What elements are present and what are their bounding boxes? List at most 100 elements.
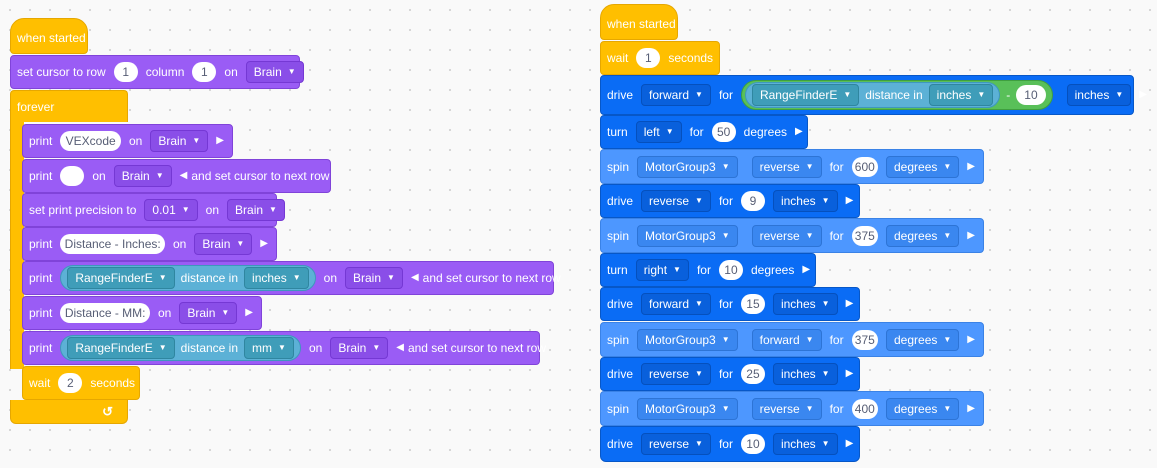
unit-dropdown[interactable]: inches▼	[928, 84, 994, 106]
distance-input[interactable]: 9	[740, 191, 765, 211]
wait-block-2[interactable]: wait 1 seconds	[600, 41, 720, 75]
drive-block-5[interactable]: drive reverse▼ for 10 inches▼ ▶	[600, 426, 860, 462]
angle-input[interactable]: 50	[711, 122, 736, 142]
spin-block-3[interactable]: spin MotorGroup3▼ forward▼ for 375 degre…	[600, 322, 984, 357]
angle-input[interactable]: 10	[718, 260, 743, 280]
unit-dropdown[interactable]: inches▼	[772, 190, 838, 212]
wait-block-1[interactable]: wait 2 seconds	[22, 366, 140, 400]
amount-input[interactable]: 400	[851, 398, 878, 419]
expand-arrow-icon[interactable]: ▶	[967, 160, 975, 172]
expand-arrow-icon[interactable]: ▶	[967, 402, 975, 414]
spin-block-2[interactable]: spin MotorGroup3▼ reverse▼ for 375 degre…	[600, 218, 984, 253]
sensor-dropdown[interactable]: RangeFinderE▼	[67, 267, 175, 289]
forever-block[interactable]: forever	[10, 90, 128, 122]
unit-dropdown[interactable]: degrees▼	[886, 397, 960, 420]
drive-block-1[interactable]: drive forward▼ for RangeFinderE▼ distanc…	[600, 75, 1147, 115]
print-block-6[interactable]: print RangeFinderE▼ distance in mm▼ on B…	[22, 331, 546, 365]
unit-dropdown[interactable]: degrees▼	[886, 328, 960, 351]
expand-arrow-icon[interactable]: ▶	[845, 368, 854, 379]
wait-seconds-input[interactable]: 2	[58, 373, 83, 393]
expand-arrow-icon[interactable]: ▶	[802, 264, 811, 275]
forever-footer[interactable]: ↺	[10, 400, 128, 424]
amount-input[interactable]: 375	[851, 225, 878, 246]
distance-input[interactable]: 15	[740, 294, 765, 314]
unit-dropdown[interactable]: inches▼	[772, 433, 838, 455]
direction-dropdown[interactable]: forward▼	[751, 328, 822, 351]
expand-arrow-icon[interactable]: ▶	[967, 333, 975, 345]
turn-block-2[interactable]: turn right▼ for 10 degrees ▶	[600, 253, 816, 287]
expand-arrow-icon[interactable]: ▶	[845, 438, 854, 449]
direction-dropdown[interactable]: forward▼	[641, 84, 711, 106]
print-text-input[interactable]: Distance - Inches:	[60, 234, 165, 254]
print-block-1[interactable]: print VEXcode on Brain▼ ▶	[22, 124, 233, 158]
wait-seconds-input[interactable]: 1	[636, 48, 661, 68]
direction-dropdown[interactable]: forward▼	[641, 293, 711, 315]
set-print-precision-block[interactable]: set print precision to 0.01▼ on Brain▼	[22, 193, 285, 227]
unit-dropdown[interactable]: mm▼	[244, 337, 294, 359]
motor-dropdown[interactable]: MotorGroup3▼	[637, 397, 738, 420]
direction-dropdown[interactable]: left▼	[635, 121, 682, 143]
collapse-toggle[interactable]: ◀and set cursor to next row	[396, 341, 546, 355]
distance-reporter[interactable]: RangeFinderE▼ distance in inches▼	[744, 82, 1001, 108]
column-input[interactable]: 1	[192, 62, 217, 82]
device-dropdown[interactable]: Brain▼	[113, 165, 172, 187]
unit-dropdown[interactable]: degrees▼	[886, 224, 960, 247]
when-started-hat-2[interactable]: when started	[600, 4, 678, 40]
print-text-input[interactable]	[60, 166, 85, 186]
device-dropdown[interactable]: Brain▼	[194, 233, 253, 255]
expand-arrow-icon[interactable]: ▶	[845, 298, 854, 309]
print-text-input[interactable]: VEXcode	[60, 131, 121, 151]
motor-dropdown[interactable]: MotorGroup3▼	[637, 224, 738, 247]
distance-reporter[interactable]: RangeFinderE▼ distance in inches▼	[60, 265, 316, 291]
amount-input[interactable]: 600	[851, 156, 878, 177]
distance-input[interactable]: 25	[740, 364, 765, 384]
amount-input[interactable]: 375	[851, 329, 878, 350]
device-dropdown[interactable]: Brain▼	[330, 337, 389, 359]
direction-dropdown[interactable]: reverse▼	[751, 155, 822, 178]
direction-dropdown[interactable]: reverse▼	[641, 433, 711, 455]
direction-dropdown[interactable]: right▼	[635, 259, 689, 281]
set-cursor-block[interactable]: set cursor to row 1 column 1 on Brain▼	[10, 55, 304, 89]
expand-arrow-icon[interactable]: ▶	[260, 238, 268, 249]
unit-dropdown[interactable]: inches▼	[772, 363, 838, 385]
distance-reporter[interactable]: RangeFinderE▼ distance in mm▼	[60, 335, 301, 361]
print-block-5[interactable]: print Distance - MM: on Brain▼ ▶	[22, 296, 262, 330]
direction-dropdown[interactable]: reverse▼	[641, 363, 711, 385]
device-dropdown[interactable]: Brain▼	[179, 302, 238, 324]
motor-dropdown[interactable]: MotorGroup3▼	[637, 155, 738, 178]
direction-dropdown[interactable]: reverse▼	[641, 190, 711, 212]
turn-block-1[interactable]: turn left▼ for 50 degrees ▶	[600, 115, 808, 149]
unit-dropdown[interactable]: degrees▼	[886, 155, 960, 178]
sensor-dropdown[interactable]: RangeFinderE▼	[751, 84, 860, 106]
collapse-toggle[interactable]: ◀and set cursor to next row	[411, 271, 561, 285]
when-started-hat-1[interactable]: when started	[10, 18, 88, 54]
expand-arrow-icon[interactable]: ▶	[245, 307, 253, 318]
expand-arrow-icon[interactable]: ▶	[845, 195, 854, 206]
distance-input[interactable]: 10	[740, 434, 765, 454]
unit-dropdown[interactable]: inches▼	[1066, 84, 1132, 106]
spin-block-4[interactable]: spin MotorGroup3▼ reverse▼ for 400 degre…	[600, 391, 984, 426]
print-text-input[interactable]: Distance - MM:	[60, 303, 150, 323]
print-block-2[interactable]: print on Brain▼ ◀and set cursor to next …	[22, 159, 331, 193]
spin-block-1[interactable]: spin MotorGroup3▼ reverse▼ for 600 degre…	[600, 149, 984, 184]
expand-arrow-icon[interactable]: ▶	[1139, 89, 1147, 100]
expand-arrow-icon[interactable]: ▶	[216, 135, 224, 146]
print-block-4[interactable]: print RangeFinderE▼ distance in inches▼ …	[22, 261, 561, 295]
direction-dropdown[interactable]: reverse▼	[751, 224, 822, 247]
unit-dropdown[interactable]: inches▼	[244, 267, 309, 289]
expand-arrow-icon[interactable]: ▶	[795, 126, 803, 137]
drive-block-3[interactable]: drive forward▼ for 15 inches▼ ▶	[600, 287, 860, 321]
print-block-3[interactable]: print Distance - Inches: on Brain▼ ▶	[22, 227, 277, 261]
drive-block-4[interactable]: drive reverse▼ for 25 inches▼ ▶	[600, 357, 860, 391]
subtract-operator[interactable]: RangeFinderE▼ distance in inches▼ - 10	[740, 80, 1053, 110]
subtrahend-input[interactable]: 10	[1016, 85, 1046, 105]
unit-dropdown[interactable]: inches▼	[772, 293, 838, 315]
collapse-toggle[interactable]: ◀and set cursor to next row	[180, 169, 330, 183]
row-input[interactable]: 1	[113, 62, 138, 82]
sensor-dropdown[interactable]: RangeFinderE▼	[67, 337, 175, 359]
motor-dropdown[interactable]: MotorGroup3▼	[637, 328, 738, 351]
direction-dropdown[interactable]: reverse▼	[751, 397, 822, 420]
expand-arrow-icon[interactable]: ▶	[967, 229, 975, 241]
device-dropdown[interactable]: Brain▼	[345, 267, 403, 289]
drive-block-2[interactable]: drive reverse▼ for 9 inches▼ ▶	[600, 184, 860, 218]
